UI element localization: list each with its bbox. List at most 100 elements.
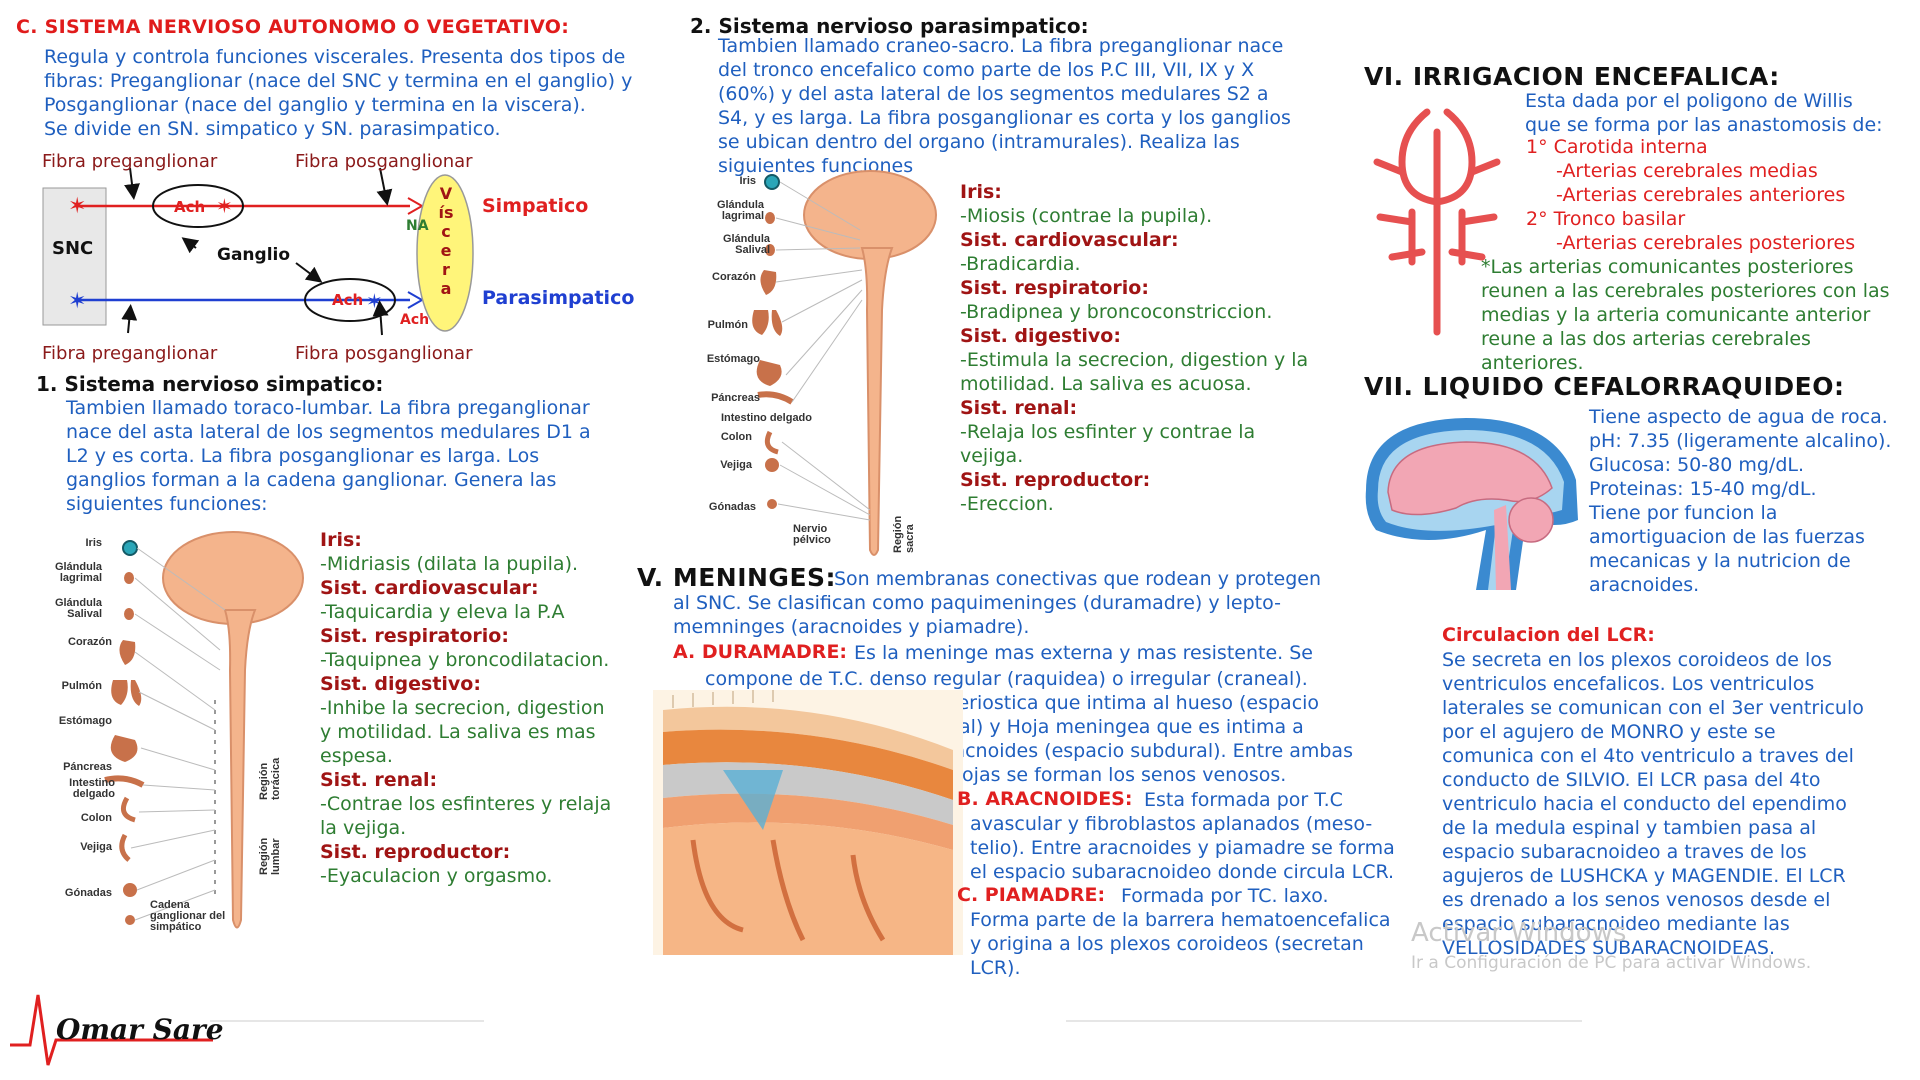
meninges-layers-svg xyxy=(653,690,963,955)
simpatico-organ-label: Intestino delgado xyxy=(69,777,115,800)
simpatico-intro: Tambien llamado toraco-lumbar. La fibra … xyxy=(66,397,591,515)
simpatico-organ-label: Corazón xyxy=(68,636,112,648)
function-label: Sist. renal: xyxy=(960,397,1078,419)
function-text: -Taquicardia y eleva la P.A xyxy=(320,601,565,623)
parasimpatico-organ-label: Páncreas xyxy=(711,392,760,404)
piamadre-text: Formada por TC. laxo. xyxy=(1121,885,1329,907)
function-text: -Inhibe la secrecion, digestion y motili… xyxy=(320,697,605,767)
function-label: Iris: xyxy=(320,529,362,551)
function-label: Sist. cardiovascular: xyxy=(960,229,1179,251)
function-text: -Relaja los esfinter y contrae la vejiga… xyxy=(960,421,1256,467)
section-c-title: C. SISTEMA NERVIOSO AUTONOMO O VEGETATIV… xyxy=(16,16,570,38)
simpatico-label: Simpatico xyxy=(482,195,589,217)
meninges-intro: al SNC. Se clasifican como paquimeninges… xyxy=(673,592,1281,638)
parasimpatico-functions: Iris: -Miosis (contrae la pupila). Sist.… xyxy=(960,180,1360,516)
parasimpatico-organ-label: Glándula Salival xyxy=(722,233,770,256)
function-text: -Contrae los esfinteres y relaja la veji… xyxy=(320,793,612,839)
simpatico-body-svg xyxy=(104,531,304,929)
circulacion-lcr-text: Se secreta en los plexos coroideos de lo… xyxy=(1442,649,1864,959)
label-post-bottom: Fibra posganglionar xyxy=(295,343,473,364)
parasimpatico-organ-label: Corazón xyxy=(712,271,756,283)
simpatico-organ-label: Vejiga xyxy=(80,841,112,853)
irrigacion-note: *Las arterias comunicantes posteriores r… xyxy=(1481,256,1890,374)
parasimpatico-organ-label: Colon xyxy=(720,431,752,443)
function-text: -Ereccion. xyxy=(960,493,1054,515)
lcr-properties: Tiene aspecto de agua de roca. pH: 7.35 … xyxy=(1589,406,1892,596)
willis-illustration xyxy=(1372,92,1502,342)
piamadre-title: C. PIAMADRE: xyxy=(957,884,1106,906)
label-pre-top: Fibra preganglionar xyxy=(42,151,218,172)
aracnoides-text: Esta formada por T.C xyxy=(1144,789,1343,811)
ganglio-parasimpatico xyxy=(304,278,396,322)
region-lumbar-label: Región lumbar xyxy=(258,837,282,875)
activation-watermark-subtitle: Ir a Configuración de PC para activar Wi… xyxy=(1411,953,1812,973)
parasimpatico-illustration xyxy=(710,170,940,560)
autonomic-diagram: ✶ ✶ ✶ ✶ xyxy=(30,148,650,363)
meninges-title: V. MENINGES: xyxy=(637,563,837,592)
parasimpatico-body-svg xyxy=(752,170,937,556)
footer-divider xyxy=(210,1020,484,1022)
simpatico-organ-label: Iris xyxy=(85,537,102,549)
meninges-intro-first: Son membranas conectivas que rodean y pr… xyxy=(834,568,1322,590)
function-label: Sist. cardiovascular: xyxy=(320,577,539,599)
region-toracica-label: Región torácica xyxy=(258,757,282,800)
irrigacion-item2: 2° Tronco basilar xyxy=(1526,208,1686,230)
function-text: -Midriasis (dilata la pupila). xyxy=(320,553,579,575)
ganglio-simpatico xyxy=(152,184,244,228)
function-text: -Bradicardia. xyxy=(960,253,1081,275)
function-label: Sist. respiratorio: xyxy=(320,625,509,647)
parasimpatico-organ-label: Iris xyxy=(739,175,756,187)
simpatico-organ-label: Glándula Salival xyxy=(54,597,102,620)
snc-box xyxy=(42,187,107,326)
viscera-shape xyxy=(416,174,474,332)
function-label: Sist. digestivo: xyxy=(960,325,1121,347)
meninges-illustration xyxy=(653,690,963,955)
section-c-intro: Regula y controla funciones viscerales. … xyxy=(44,46,633,140)
cadena-label: Cadena ganglionar del simpático xyxy=(150,899,226,933)
lcr-brain-svg xyxy=(1365,418,1578,590)
activation-watermark-title: Activar Windows xyxy=(1411,918,1627,948)
author-logo xyxy=(8,985,218,1075)
region-sacra-label: Región sacra xyxy=(892,515,916,553)
irrigacion-item1a: -Arterias cerebrales medias xyxy=(1556,160,1818,182)
lcr-illustration xyxy=(1356,410,1581,590)
function-label: Sist. digestivo: xyxy=(320,673,481,695)
aracnoides-text: avascular y fibroblastos aplanados (meso… xyxy=(970,813,1395,883)
snc-label: SNC xyxy=(52,238,94,259)
duramadre-text: hojas se forman los senos venosos. xyxy=(950,764,1287,786)
ganglio-label: Ganglio xyxy=(217,245,291,265)
irrigacion-item1b: -Arterias cerebrales anteriores xyxy=(1556,184,1846,206)
simpatico-organ-label: Pulmón xyxy=(61,680,102,692)
simpatico-functions: Iris: -Midriasis (dilata la pupila). Sis… xyxy=(320,528,640,888)
ach-top-label: Ach xyxy=(174,198,206,216)
function-label: Sist. reproductor: xyxy=(320,841,511,863)
simpatico-organ-label: Gónadas xyxy=(64,887,112,899)
function-label: Sist. respiratorio: xyxy=(960,277,1149,299)
author-name: Omar Sare xyxy=(56,1013,224,1046)
function-label: Sist. reproductor: xyxy=(960,469,1151,491)
viscera-label: Víscera xyxy=(438,184,454,298)
simpatico-illustration xyxy=(55,530,305,940)
irrigacion-item2a: -Arterias cerebrales posteriores xyxy=(1556,232,1856,254)
label-post-top: Fibra posganglionar xyxy=(295,151,473,172)
nervio-pelvico-label: Nervio pélvico xyxy=(793,523,831,546)
ach-bottom-label: Ach xyxy=(332,291,364,309)
parasimpatico-intro: Tambien llamado craneo-sacro. La fibra p… xyxy=(718,35,1291,177)
circulacion-lcr-title: Circulacion del LCR: xyxy=(1442,624,1655,646)
function-text: -Taquipnea y broncodilatacion. xyxy=(320,649,610,671)
function-text: -Miosis (contrae la pupila). xyxy=(960,205,1213,227)
heartbeat-icon xyxy=(10,994,213,1066)
function-text: -Bradipnea y broncoconstriccion. xyxy=(960,301,1273,323)
simpatico-title: 1. Sistema nervioso simpatico: xyxy=(36,372,384,396)
simpatico-organ-label: Colon xyxy=(80,812,112,824)
parasimpatico-organ-label: Intestino delgado xyxy=(720,412,812,424)
simpatico-organ-label: Glándula lagrimal xyxy=(54,561,102,584)
ach-viscera-label: Ach xyxy=(400,312,430,328)
piamadre-text: Forma parte de la barrera hematoencefali… xyxy=(970,909,1391,979)
duramadre-title: A. DURAMADRE: xyxy=(673,641,848,663)
parasimpatico-title: 2. Sistema nervioso parasimpatico: xyxy=(690,14,1089,38)
duramadre-text: compone de T.C. denso regular (raquidea)… xyxy=(705,668,1308,690)
function-label: Iris: xyxy=(960,181,1002,203)
parasimpatico-organ-label: Gónadas xyxy=(708,501,756,513)
irrigacion-intro: Esta dada por el poligono de Willis que … xyxy=(1525,90,1883,136)
